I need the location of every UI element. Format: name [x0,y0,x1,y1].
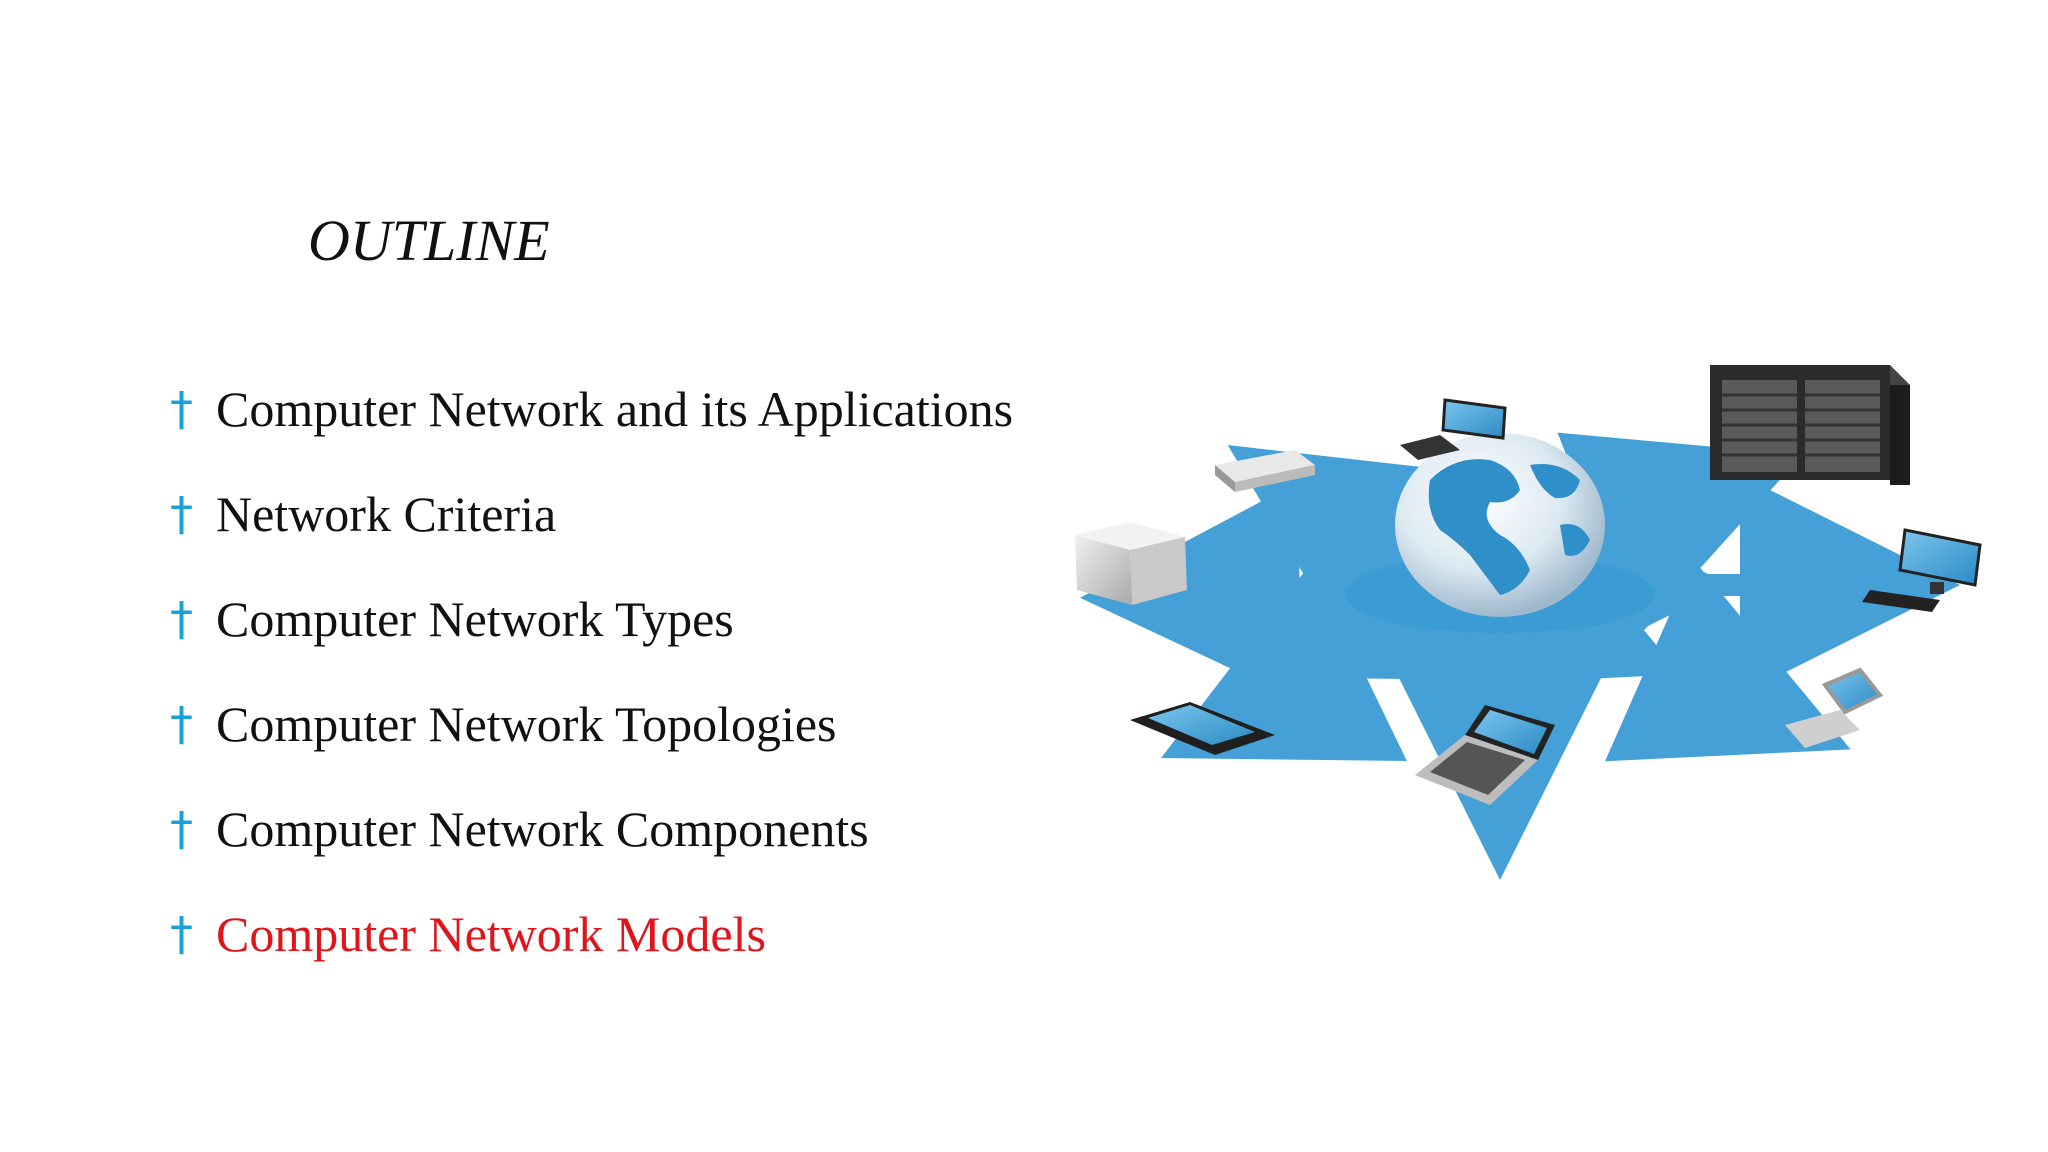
globe-icon [1395,433,1605,617]
slide-title: OUTLINE [308,208,550,273]
outline-item: † Computer Network Topologies [170,671,1013,776]
dagger-bullet-icon: † [170,906,193,961]
outline-item-label: Computer Network Types [216,590,734,647]
dagger-bullet-icon: † [170,591,193,646]
netbook-icon [1785,667,1884,748]
dagger-bullet-icon: † [170,801,193,856]
tablet-icon [1130,702,1275,755]
outline-item: † Computer Network and its Applications [170,356,1013,461]
outline-item: † Computer Network Types [170,566,1013,671]
outline-item-active: † Computer Network Models [170,881,1013,986]
laptop-icon-back [1400,398,1507,460]
outline-list: † Computer Network and its Applications … [170,356,1013,986]
outline-item-label: Computer Network and its Applications [216,380,1014,437]
outline-item: † Network Criteria [170,461,1013,566]
outline-item: † Computer Network Components [170,776,1013,881]
outline-item-label: Computer Network Topologies [216,695,837,752]
network-globe-illustration [1075,365,1982,880]
storage-box-icon [1075,522,1187,605]
router-icon [1215,450,1315,492]
dagger-bullet-icon: † [170,696,193,751]
connection-arrows [1080,432,1960,880]
outline-item-label: Network Criteria [216,485,557,542]
dagger-bullet-icon: † [170,486,193,541]
server-rack-icon [1710,365,1910,485]
laptop-icon-bottom [1415,705,1555,805]
dagger-bullet-icon: † [170,381,193,436]
desktop-computer-icon [1862,528,1982,612]
outline-item-label-active: Computer Network Models [216,905,766,962]
outline-item-label: Computer Network Components [216,800,869,857]
